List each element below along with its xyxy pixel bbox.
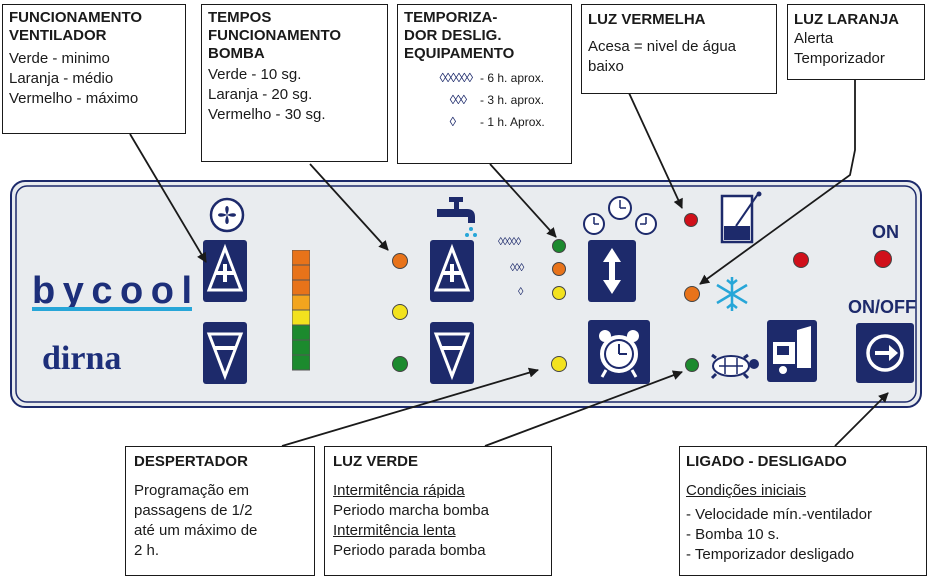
timer-led-yellow (552, 286, 566, 300)
plus-triangle-icon (206, 243, 244, 292)
callout-line: Laranja - médio (9, 70, 114, 87)
pump-led-yellow (392, 304, 408, 320)
clock-icon (583, 196, 657, 235)
callout-ventilador: FUNCIONAMENTO VENTILADOR Verde - minimo … (2, 4, 186, 134)
callout-title: DOR DESLIG. (404, 27, 502, 44)
alarm-clock-icon (599, 330, 639, 378)
callout-line: Acesa = nivel de água (588, 38, 737, 55)
up-down-arrow-icon (603, 248, 621, 294)
callout-line: baixo (588, 58, 624, 75)
minus-triangle-icon (206, 332, 244, 381)
brand-logo: bycool (32, 273, 192, 312)
pump-minus-button[interactable] (430, 322, 474, 384)
callout-subheading: Intermitência lenta (333, 522, 456, 539)
callout-title: LUZ VERMELHA (588, 11, 706, 28)
callout-line: passagens de 1/2 (134, 502, 253, 519)
callout-line: Temporizador (794, 50, 885, 67)
pump-plus-button[interactable] (430, 240, 474, 302)
diamond-6h-icon: ◊◊◊◊◊◊ (439, 70, 473, 85)
diamond-1h-icon: ◊ (449, 114, 456, 129)
callout-line: - 3 h. aprox. (480, 93, 545, 107)
callout-title: FUNCIONAMENTO (208, 27, 342, 44)
pump-led-green (392, 356, 408, 372)
onoff-label: ON/OFF (848, 297, 916, 317)
timer-led-orange (552, 262, 566, 276)
timer-symbol-6h: ◊◊◊◊◊ (498, 236, 521, 248)
mode-button[interactable] (767, 320, 817, 382)
callout-line: - Temporizador desligado (686, 546, 855, 563)
callout-line: 2 h. (134, 542, 160, 559)
callout-bomba: TEMPOS FUNCIONAMENTO BOMBA Verde - 10 sg… (201, 4, 388, 162)
fan-speed-bar (292, 250, 310, 371)
model-name: dirna (42, 340, 122, 377)
timer-led-green (552, 239, 566, 253)
callout-temporizador: TEMPORIZA- DOR DESLIG. EQUIPAMENTO ◊◊◊◊◊… (397, 4, 572, 164)
power-button[interactable] (856, 323, 914, 383)
low-water-led (684, 213, 698, 227)
callout-line: Periodo marcha bomba (333, 502, 489, 519)
callout-line: - Velocidade mín.-ventilador (686, 506, 872, 523)
callout-title: LIGADO - DESLIGADO (686, 453, 847, 470)
callout-title: BOMBA (208, 45, 265, 62)
callout-subheading: Condições iniciais (686, 482, 807, 499)
callout-title: FUNCIONAMENTO (9, 9, 143, 26)
callout-subheading: Intermitência rápida (333, 482, 465, 499)
callout-title: EQUIPAMENTO (404, 45, 515, 62)
callout-ligado: LIGADO - DESLIGADO Condições iniciais - … (679, 446, 927, 576)
timer-symbol-3h: ◊◊◊ (510, 262, 524, 274)
timer-symbol-1h: ◊ (518, 286, 524, 298)
callout-luz-vermelha: LUZ VERMELHA Acesa = nivel de água baixo (581, 4, 777, 94)
alert-led-orange (684, 286, 700, 302)
snowflake-icon (716, 277, 748, 311)
callout-line: Verde - minimo (9, 50, 110, 67)
alarm-button[interactable] (588, 320, 650, 384)
brand-text: bycool (32, 273, 192, 312)
callout-title: TEMPORIZA- (404, 9, 498, 26)
callout-line: Programação em (134, 482, 250, 499)
tank-icon (720, 191, 762, 244)
turtle-icon (710, 353, 759, 380)
callout-title: LUZ VERDE (333, 453, 419, 470)
pump-status-led-green (685, 358, 699, 372)
alarm-led-yellow (551, 356, 567, 372)
pump-led-orange (392, 253, 408, 269)
timer-button[interactable] (588, 240, 636, 302)
callout-line: Verde - 10 sg. (208, 66, 302, 83)
on-label: ON (872, 222, 899, 242)
control-panel: bycool dirna ◊◊◊◊◊ ◊◊◊ ◊ (10, 180, 922, 408)
callout-title: DESPERTADOR (134, 453, 248, 470)
callout-line: - 6 h. aprox. (480, 71, 545, 85)
fan-icon (209, 197, 245, 233)
power-arrow-icon (866, 334, 904, 372)
fan-plus-button[interactable] (203, 240, 247, 302)
tap-icon (437, 197, 477, 237)
callout-title: TEMPOS (208, 9, 272, 26)
callout-line: Laranja - 20 sg. (208, 86, 313, 103)
diamond-3h-icon: ◊◊◊ (449, 92, 467, 107)
callout-luz-verde: LUZ VERDE Intermitência rápida Periodo m… (324, 446, 552, 576)
callout-line: - 1 h. Aprox. (480, 115, 545, 129)
callout-line: Vermelho - 30 sg. (208, 106, 326, 123)
callout-title: VENTILADOR (9, 27, 107, 44)
plus-triangle-icon (433, 243, 471, 292)
truck-icon (773, 326, 811, 376)
status-led-red (793, 252, 809, 268)
callout-title: LUZ LARANJA (794, 11, 899, 28)
callout-line: - Bomba 10 s. (686, 526, 780, 543)
callout-line: Periodo parada bomba (333, 542, 486, 559)
power-led-red (874, 250, 892, 268)
minus-triangle-icon (433, 332, 471, 381)
fan-minus-button[interactable] (203, 322, 247, 384)
callout-line: até um máximo de (134, 522, 258, 539)
callout-line: Vermelho - máximo (9, 90, 139, 107)
callout-despertador: DESPERTADOR Programação em passagens de … (125, 446, 315, 576)
callout-line: Alerta (794, 30, 834, 47)
callout-luz-laranja: LUZ LARANJA Alerta Temporizador (787, 4, 925, 80)
